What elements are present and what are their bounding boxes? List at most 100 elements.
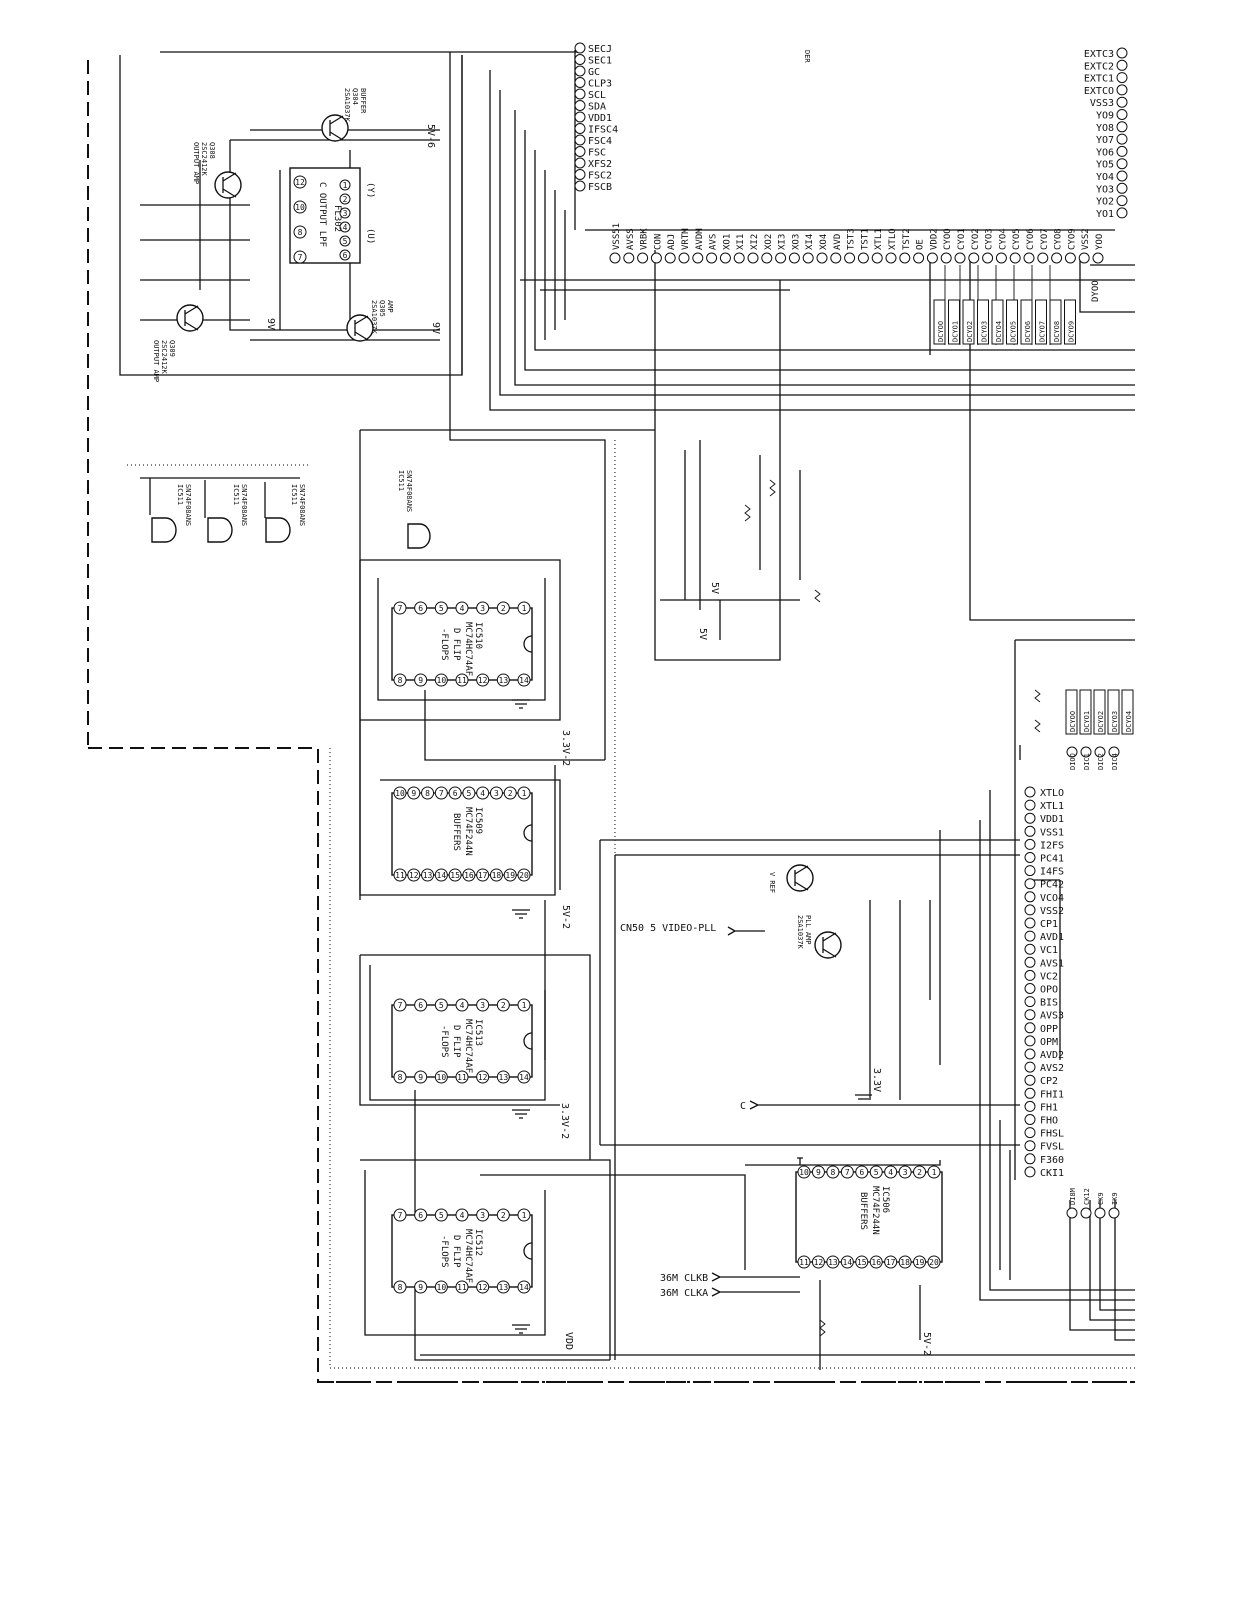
- main-top-left-pin: [574, 100, 586, 111]
- main-lower-left-pin-label: FHSL: [1040, 1129, 1064, 1140]
- main-top-right-pin: [1116, 84, 1128, 96]
- ic-bottom-pin: [393, 1280, 407, 1294]
- ic-top-pin: [434, 1208, 448, 1222]
- ic-top-pin: [476, 1208, 490, 1222]
- main-top-bottom-pin: [719, 252, 731, 264]
- main-lower-left-pin: [1024, 1166, 1036, 1178]
- main-lower-left-pin: [1024, 996, 1036, 1008]
- ic-bottom-pin: [840, 1255, 854, 1269]
- ic-bottom-pin-label: 9: [418, 1283, 423, 1292]
- main-lower-left-pin: [1024, 1153, 1036, 1165]
- main-top-bottom-pin-label: XI2: [750, 234, 760, 250]
- main-top-bottom-pin: [940, 252, 952, 264]
- main-top-bus-label: DCYO4: [995, 321, 1003, 342]
- rail-9v-b: 9V: [430, 322, 441, 334]
- ic-top-pin: [393, 601, 407, 615]
- ic-part: MC74F244N: [463, 807, 473, 856]
- main-top-bottom-pin: [650, 252, 662, 264]
- main-top-bus-label: DCYO3: [981, 321, 989, 342]
- lpf-right-pin: [339, 193, 351, 205]
- main-lower-bus-label: DCYO3: [1111, 711, 1119, 732]
- main-lower-left-pin: [1024, 969, 1036, 981]
- ic-top-pin: [913, 1165, 927, 1179]
- lpf-right-pin-label: 4: [343, 223, 348, 232]
- ic-top-pin-label: 5: [466, 789, 471, 798]
- rail-5v-a: 5V: [697, 628, 708, 640]
- q309-body: [176, 304, 204, 332]
- main-top-bus-label: DCYO6: [1024, 321, 1032, 342]
- ic-bottom-pin: [434, 673, 448, 687]
- ic-top-pin: [414, 998, 428, 1012]
- main-top-left-pin-label: FSC2: [588, 171, 612, 182]
- ic-part: MC74HC74AF: [463, 1229, 473, 1283]
- ic-bottom-pin-label: 13: [499, 676, 509, 685]
- q309-part: 2SC2412K: [160, 340, 168, 375]
- lpf-y-label: (Y): [365, 182, 375, 198]
- main-lower-left-pin-label: AVS3: [1040, 1011, 1064, 1022]
- main-top-bottom-pin-label: VSS2: [1081, 228, 1091, 250]
- main-top-bottom-pin-label: CYO9: [1067, 228, 1077, 250]
- lpf-right-pin: [339, 235, 351, 247]
- ic-bottom-pin-label: 13: [828, 1258, 838, 1267]
- main-lower-left-pin: [1024, 825, 1036, 837]
- ic-top-pin: [434, 601, 448, 615]
- ic-top-pin: [811, 1165, 825, 1179]
- ic-bottom-pin-label: 15: [450, 871, 460, 880]
- ic-top-pin-label: 5: [874, 1168, 879, 1177]
- ic-bottom-pin: [476, 673, 490, 687]
- ic-bottom-pin: [434, 868, 448, 882]
- ic-bottom-pin-label: 19: [505, 871, 515, 880]
- main-lower-bottom-pin-label: IK9: [1111, 1192, 1119, 1205]
- and-gate-3: [265, 517, 291, 543]
- main-top-bottom-pin: [899, 252, 911, 264]
- ic-bottom-pin-label: 17: [886, 1258, 896, 1267]
- ic-top-pin-label: 4: [460, 604, 465, 613]
- main-top-bottom-pin: [609, 252, 621, 264]
- main-lower-left-pin: [1024, 943, 1036, 955]
- q308-func: OUTPUT AMP: [192, 142, 200, 184]
- main-lower-left-pin: [1024, 1100, 1036, 1112]
- main-lower-top-pin-label: DIC1: [1083, 753, 1091, 770]
- main-top-right-pin: [1116, 195, 1128, 207]
- ic-top-pin: [517, 786, 531, 800]
- main-top-bottom-pin-label: TST1: [860, 228, 870, 250]
- main-top-right-pin: [1116, 145, 1128, 157]
- ic-bottom-pin-label: 10: [437, 1283, 447, 1292]
- ic-ref: IC509: [473, 807, 483, 834]
- main-top-bus-tag: [1049, 299, 1062, 345]
- main-lower-bottom-pin-label: DI8M: [1069, 1188, 1077, 1205]
- q305-part: 2SA1037K: [370, 300, 378, 335]
- main-top-right-pin-label: YO6: [1096, 147, 1114, 158]
- main-top-bottom-pin: [1009, 252, 1021, 264]
- ic-bottom-pin-label: 8: [398, 1283, 403, 1292]
- main-lower-top-pin-label: DIC2: [1097, 753, 1105, 770]
- main-lower-top-pin: [1094, 746, 1106, 758]
- main-top-left-pin: [574, 77, 586, 88]
- ic-bottom-pin: [496, 1070, 510, 1084]
- main-lower-left-pin-label: FHO: [1040, 1116, 1058, 1127]
- main-lower-bottom-pin: [1080, 1207, 1092, 1219]
- ic-function: D FLIP: [451, 1235, 461, 1268]
- lpf-right-pin: [339, 179, 351, 191]
- ic-top-pin-label: 7: [398, 1211, 403, 1220]
- main-lower-bottom-pin-label: CK12: [1083, 1188, 1091, 1205]
- ic-top-pin: [393, 998, 407, 1012]
- ic-bottom-pin-label: 12: [478, 676, 488, 685]
- ic-bottom-pin-label: 10: [437, 1073, 447, 1082]
- main-top-bottom-pin-label: CYO7: [1040, 228, 1050, 250]
- ic-bottom-pin: [869, 1255, 883, 1269]
- ic-bottom-pin: [826, 1255, 840, 1269]
- lpf-right-pin: [339, 249, 351, 261]
- main-top-bottom-pin: [871, 252, 883, 264]
- main-lower-bus-tag: [1065, 689, 1078, 735]
- main-lower-left-pin-label: VDD1: [1040, 814, 1064, 825]
- ic-top-pin: [517, 601, 531, 615]
- gate2-part: SN74F08ANS: [240, 484, 248, 526]
- main-top-bus-tag: [991, 299, 1004, 345]
- main-top-right-pin: [1116, 170, 1128, 182]
- lpf-u-label: (U): [365, 228, 375, 244]
- main-lower-bus-tag: [1107, 689, 1120, 735]
- ic-bottom-pin: [489, 868, 503, 882]
- main-top-right-pin: [1116, 158, 1128, 170]
- main-top-bottom-pin: [747, 252, 759, 264]
